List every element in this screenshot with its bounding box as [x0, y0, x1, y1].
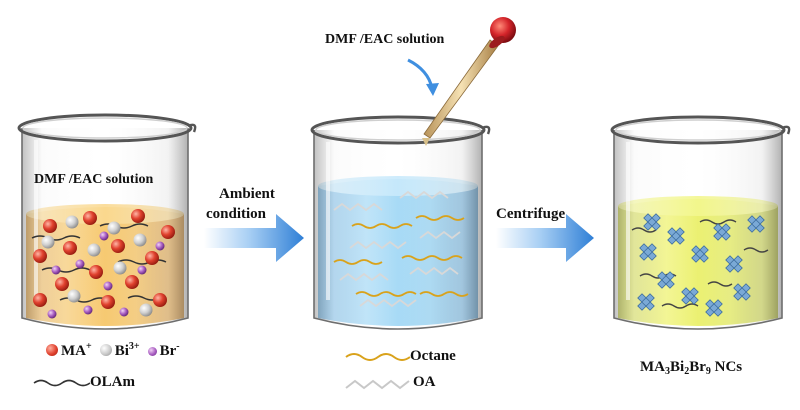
- oa-chains-beaker-2: [333, 190, 461, 308]
- nanocrystal: [639, 243, 657, 261]
- product-formula-bi: Bi: [670, 359, 685, 375]
- nanocrystals-beaker-3: [637, 213, 765, 317]
- nanocrystal: [725, 255, 743, 273]
- nanocrystal: [667, 227, 685, 245]
- beaker-2-rim: [310, 115, 486, 145]
- bi-ions-beaker-1: [41, 215, 153, 317]
- legend-ions-row: MA+ Bi3+ Br-: [46, 341, 180, 359]
- label-pointer-arrow: [407, 58, 434, 89]
- beaker-1-solution-label: DMF /EAC solution: [34, 172, 154, 187]
- product-formula-suffix: NCs: [710, 359, 743, 375]
- legend-br-charge: -: [176, 341, 180, 352]
- legend-bi-label: Bi: [114, 343, 129, 359]
- ma-ion-icon: [46, 344, 58, 356]
- nanocrystal: [733, 283, 751, 301]
- legend-olam-label: OLAm: [90, 374, 135, 390]
- legend-ma-label: MA: [61, 343, 86, 359]
- dropper-solution-label: DMF /EAC solution: [325, 32, 445, 47]
- step-1-label-line-1: Ambient: [219, 186, 275, 202]
- ma-ions-beaker-1: [33, 209, 175, 309]
- beaker-3: [610, 115, 791, 330]
- legend-oa-label: OA: [413, 374, 436, 390]
- nanocrystal: [713, 223, 731, 241]
- beaker-1-rim: [17, 113, 193, 143]
- nanocrystal: [705, 299, 723, 317]
- product-formula-sub-1: 3: [665, 366, 670, 377]
- step-2-label: Centrifuge: [496, 206, 566, 222]
- legend-br-label: Br: [159, 343, 177, 359]
- dropper-pipette: [422, 17, 516, 146]
- nanocrystal: [643, 213, 661, 231]
- process-arrow-2: [496, 214, 594, 262]
- product-formula-ma: MA: [640, 359, 665, 375]
- product-formula-br: Br: [689, 359, 706, 375]
- bi-ion-icon: [99, 344, 112, 356]
- dropper-bulb: [490, 17, 516, 43]
- octane-chains-beaker-2: [333, 215, 469, 297]
- nanocrystal: [747, 215, 765, 233]
- product-label: MA3Bi2Br9 NCs: [640, 359, 743, 377]
- nanocrystal: [657, 271, 675, 289]
- legend-oa-line: [345, 379, 410, 390]
- legend-octane-label: Octane: [410, 348, 456, 364]
- beaker-2: [310, 115, 491, 330]
- beaker-3-rim: [610, 115, 786, 145]
- legend-bi-charge: 3+: [128, 341, 140, 352]
- nanocrystal: [691, 245, 709, 263]
- product-formula-sub-2: 2: [684, 366, 690, 377]
- nanocrystal: [637, 293, 655, 311]
- legend-olam-line: [33, 379, 91, 387]
- br-ions-beaker-1: [47, 231, 165, 319]
- legend-ma-charge: +: [86, 341, 92, 352]
- process-arrow-1: [204, 214, 304, 262]
- step-1-label-line-2: condition: [206, 206, 267, 222]
- product-formula-sub-3: 9: [705, 366, 711, 377]
- beaker-1: [17, 113, 197, 330]
- legend-octane-line: [345, 353, 411, 361]
- br-ion-icon: [147, 347, 157, 356]
- nanocrystal: [681, 287, 699, 305]
